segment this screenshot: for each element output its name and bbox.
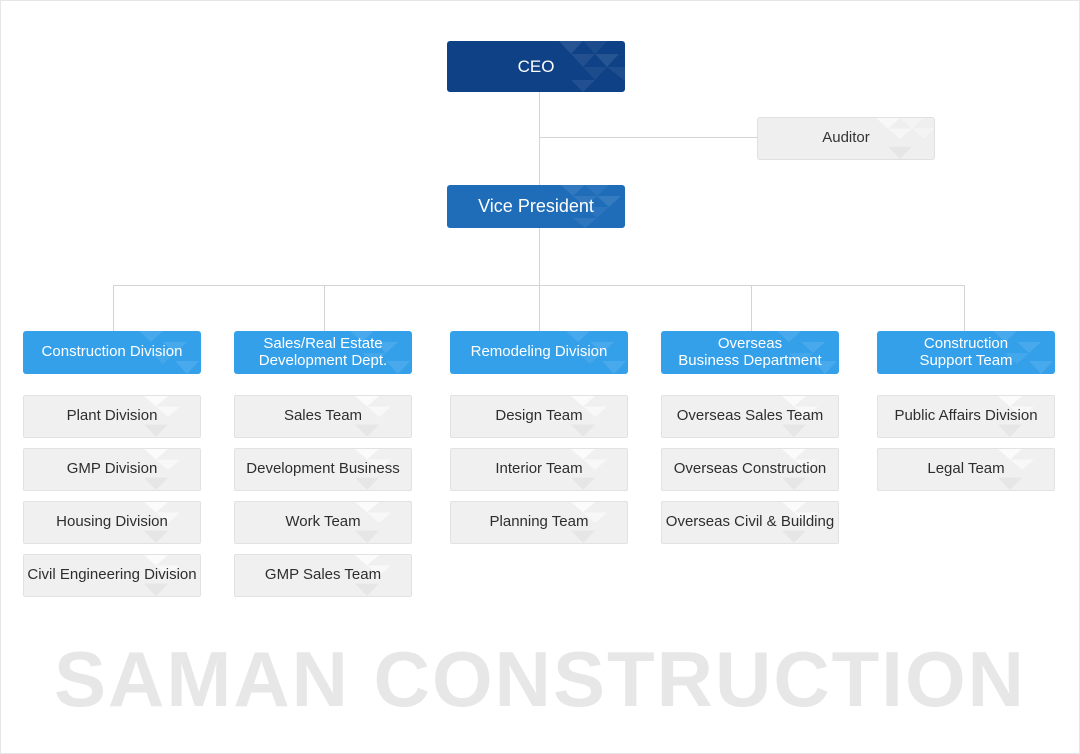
connector-ceo-to-vp: [539, 91, 540, 186]
department-header-remodeling: Remodeling Division: [450, 331, 628, 374]
unit-label: Overseas Civil & Building: [665, 513, 835, 531]
company-watermark: SAMAN CONSTRUCTION: [54, 635, 1026, 723]
department-header-label: Sales/Real Estate Development Dept.: [258, 334, 388, 369]
connector-drop-5: [964, 285, 965, 332]
unit-box: GMP Division: [23, 448, 201, 491]
unit-box: GMP Sales Team: [234, 554, 412, 597]
ceo-label: CEO: [517, 56, 555, 76]
unit-box: Housing Division: [23, 501, 201, 544]
ceo-box: CEO: [447, 41, 625, 92]
triangle-pattern-decoration: [559, 41, 625, 92]
unit-label: Civil Engineering Division: [27, 566, 197, 584]
unit-box: Civil Engineering Division: [23, 554, 201, 597]
unit-label: Overseas Sales Team: [676, 407, 824, 425]
department-header-label: Construction Division: [41, 343, 183, 361]
unit-label: Work Team: [285, 513, 361, 531]
department-header-construction-support: Construction Support Team: [877, 331, 1055, 374]
connector-drop-2: [324, 285, 325, 332]
unit-label: Interior Team: [495, 460, 583, 478]
unit-box: Design Team: [450, 395, 628, 438]
unit-label: Plant Division: [66, 407, 158, 425]
unit-box: Overseas Civil & Building: [661, 501, 839, 544]
unit-box: Public Affairs Division: [877, 395, 1055, 438]
unit-label: Housing Division: [56, 513, 168, 531]
unit-label: Legal Team: [927, 460, 1005, 478]
auditor-label: Auditor: [822, 129, 870, 147]
unit-label: Planning Team: [489, 513, 589, 531]
department-header-sales-real-estate: Sales/Real Estate Development Dept.: [234, 331, 412, 374]
unit-box: Plant Division: [23, 395, 201, 438]
unit-box: Development Business: [234, 448, 412, 491]
unit-box: Work Team: [234, 501, 412, 544]
connector-to-auditor: [539, 137, 758, 138]
department-header-label: Remodeling Division: [470, 343, 608, 361]
department-header-label: Overseas Business Department: [678, 334, 822, 369]
connector-vp-down: [539, 227, 540, 286]
unit-box: Interior Team: [450, 448, 628, 491]
unit-label: GMP Division: [66, 460, 158, 478]
unit-label: Development Business: [246, 460, 400, 478]
unit-box: Planning Team: [450, 501, 628, 544]
connector-drop-1: [113, 285, 114, 332]
department-header-construction: Construction Division: [23, 331, 201, 374]
unit-box: Overseas Construction: [661, 448, 839, 491]
unit-box: Overseas Sales Team: [661, 395, 839, 438]
unit-label: Overseas Construction: [673, 460, 827, 478]
vice-president-label: Vice President: [478, 196, 594, 217]
unit-label: Design Team: [495, 407, 583, 425]
connector-drop-4: [751, 285, 752, 332]
department-header-label: Construction Support Team: [919, 334, 1013, 369]
unit-box: Legal Team: [877, 448, 1055, 491]
unit-label: Public Affairs Division: [894, 407, 1038, 425]
department-header-overseas: Overseas Business Department: [661, 331, 839, 374]
unit-box: Sales Team: [234, 395, 412, 438]
unit-label: GMP Sales Team: [264, 566, 382, 584]
auditor-box: Auditor: [757, 117, 935, 160]
unit-label: Sales Team: [283, 407, 363, 425]
vice-president-box: Vice President: [447, 185, 625, 228]
connector-drop-3: [539, 285, 540, 332]
